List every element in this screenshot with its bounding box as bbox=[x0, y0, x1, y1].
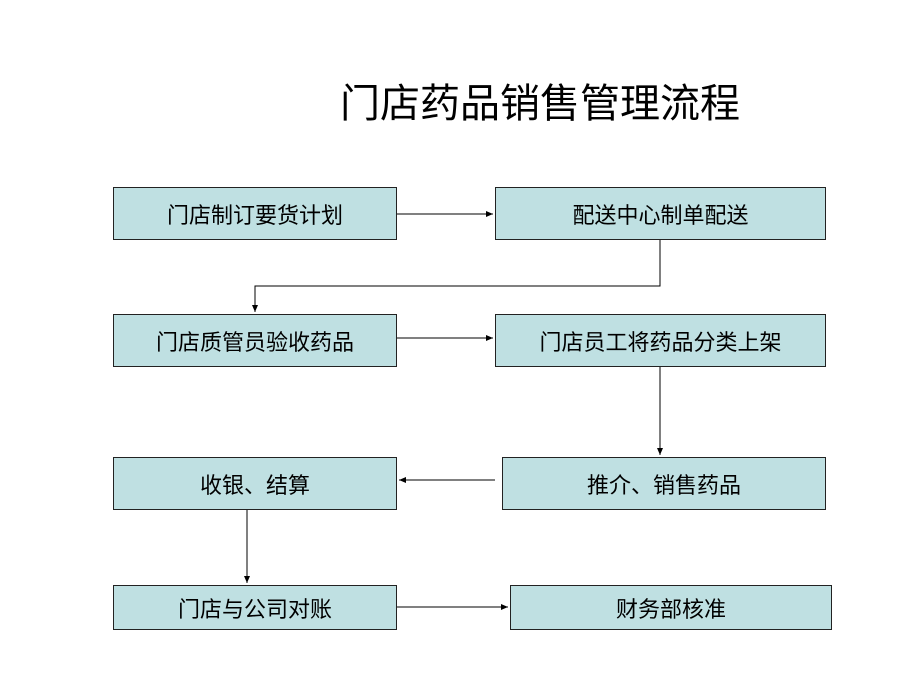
step-reconcile-label: 门店与公司对账 bbox=[177, 597, 332, 623]
step-checkout-label: 收银、结算 bbox=[199, 473, 310, 499]
step-plan-label: 门店制订要货计划 bbox=[166, 203, 343, 229]
step-sell-box: 推介、销售药品 bbox=[502, 457, 826, 510]
step-inspect-label: 门店质管员验收药品 bbox=[155, 330, 354, 356]
step-plan-box: 门店制订要货计划 bbox=[113, 187, 397, 240]
step-reconcile-box: 门店与公司对账 bbox=[113, 585, 397, 630]
step-audit-label: 财务部核准 bbox=[615, 597, 726, 623]
diagram-title: 门店药品销售管理流程 bbox=[340, 81, 740, 127]
step-dispatch-box: 配送中心制单配送 bbox=[495, 187, 826, 240]
step-inspect-box: 门店质管员验收药品 bbox=[113, 314, 397, 367]
step-shelve-label: 门店员工将药品分类上架 bbox=[539, 330, 782, 356]
step-dispatch-label: 配送中心制单配送 bbox=[572, 203, 749, 229]
step-audit-box: 财务部核准 bbox=[510, 585, 832, 630]
arrow-dispatch-to-inspect bbox=[252, 240, 661, 312]
step-shelve-box: 门店员工将药品分类上架 bbox=[495, 314, 826, 367]
step-checkout-box: 收银、结算 bbox=[113, 457, 397, 510]
step-sell-label: 推介、销售药品 bbox=[586, 473, 741, 499]
